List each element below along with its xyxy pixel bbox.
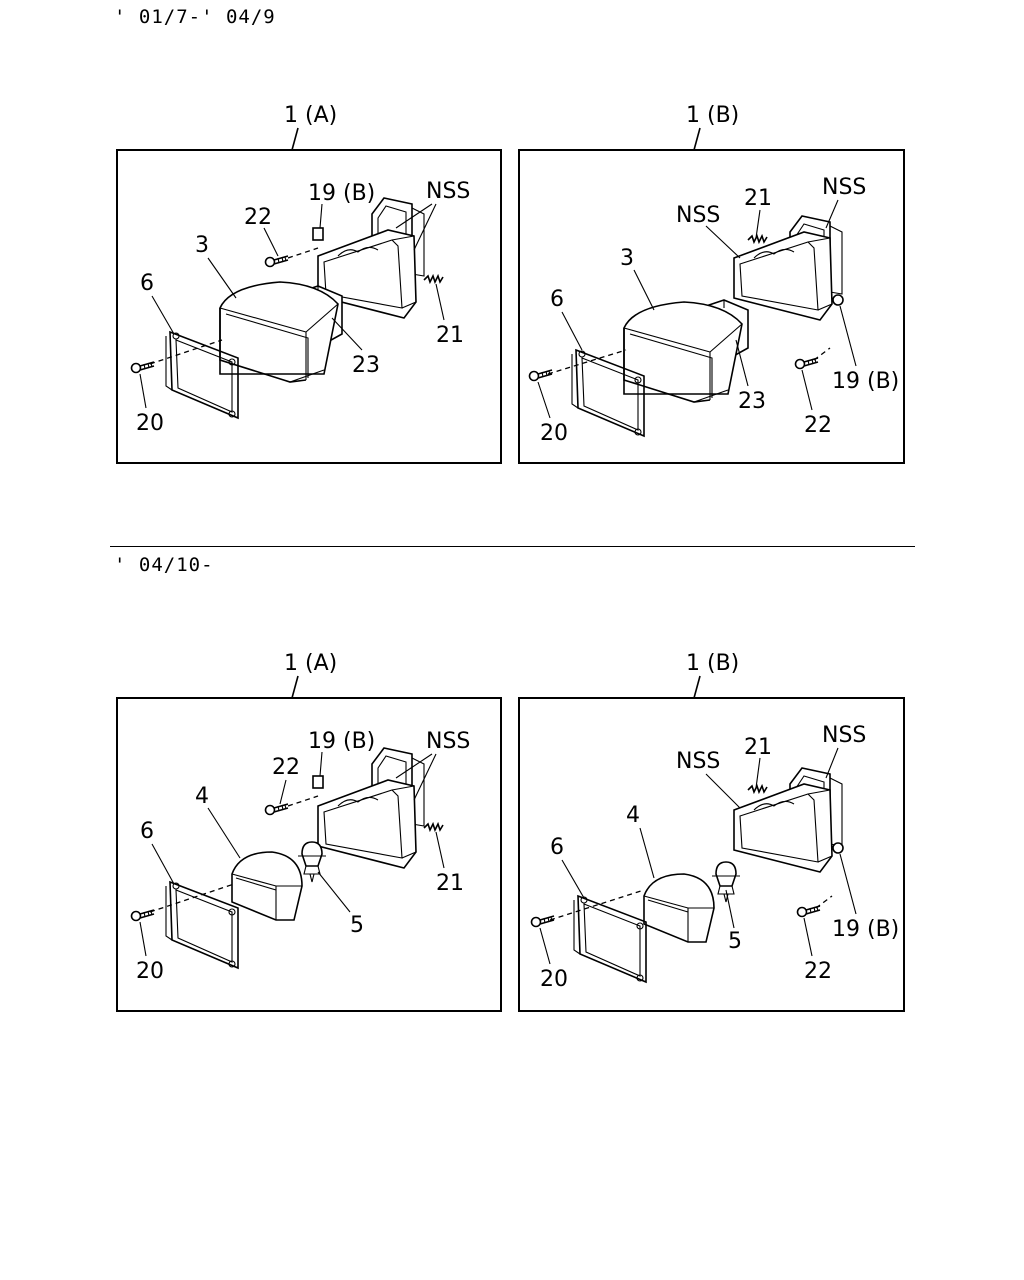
- callout-nss: NSS: [426, 729, 470, 754]
- callout-19b: 19 (B): [832, 917, 899, 942]
- panel-title: 1 (B): [686, 651, 739, 676]
- panel-bottom-left: 1 (A) 19 (B) NSS 22 4 6 21 5 20: [116, 651, 502, 1012]
- callout-23: 23: [738, 389, 766, 414]
- panel-title: 1 (A): [284, 651, 337, 676]
- callout-4: 4: [195, 784, 209, 809]
- callout-21: 21: [744, 735, 772, 760]
- callout-6: 6: [140, 819, 154, 844]
- panel-title: 1 (A): [284, 103, 337, 128]
- callout-3: 3: [620, 246, 634, 271]
- callout-nss: NSS: [426, 179, 470, 204]
- callout-22: 22: [244, 205, 272, 230]
- callout-6: 6: [550, 835, 564, 860]
- callout-20: 20: [136, 411, 164, 436]
- panel-title: 1 (B): [686, 103, 739, 128]
- callout-5: 5: [350, 913, 364, 938]
- section-divider: [110, 546, 915, 547]
- panel-top-right: 1 (B) NSS 21 NSS 3 6 23 19 (B) 20 22: [518, 103, 905, 464]
- callout-22: 22: [804, 413, 832, 438]
- callout-4: 4: [626, 803, 640, 828]
- callout-nss-b: NSS: [822, 175, 866, 200]
- callout-23: 23: [352, 353, 380, 378]
- callout-20: 20: [136, 959, 164, 984]
- callout-20: 20: [540, 967, 568, 992]
- panel-top-left: 1 (A) 19 (B) NSS 22 3 6 21 23 2: [116, 103, 502, 464]
- period-label-second: ' 04/10-: [114, 554, 214, 576]
- callout-21: 21: [436, 323, 464, 348]
- callout-6: 6: [550, 287, 564, 312]
- callout-19b: 19 (B): [308, 181, 375, 206]
- callout-19b: 19 (B): [832, 369, 899, 394]
- callout-22: 22: [272, 755, 300, 780]
- callout-5: 5: [728, 929, 742, 954]
- panel-bottom-right: 1 (B) 21 NSS NSS 4 6 5 19 (B) 20 22: [518, 651, 905, 1012]
- callout-nss-b: NSS: [822, 723, 866, 748]
- callout-6: 6: [140, 271, 154, 296]
- callout-21: 21: [744, 186, 772, 211]
- period-label-first: ' 01/7-' 04/9: [114, 6, 276, 28]
- callout-20: 20: [540, 421, 568, 446]
- callout-19b: 19 (B): [308, 729, 375, 754]
- callout-3: 3: [195, 233, 209, 258]
- callout-21: 21: [436, 871, 464, 896]
- callout-22: 22: [804, 959, 832, 984]
- callout-nss-a: NSS: [676, 203, 720, 228]
- callout-nss-a: NSS: [676, 749, 720, 774]
